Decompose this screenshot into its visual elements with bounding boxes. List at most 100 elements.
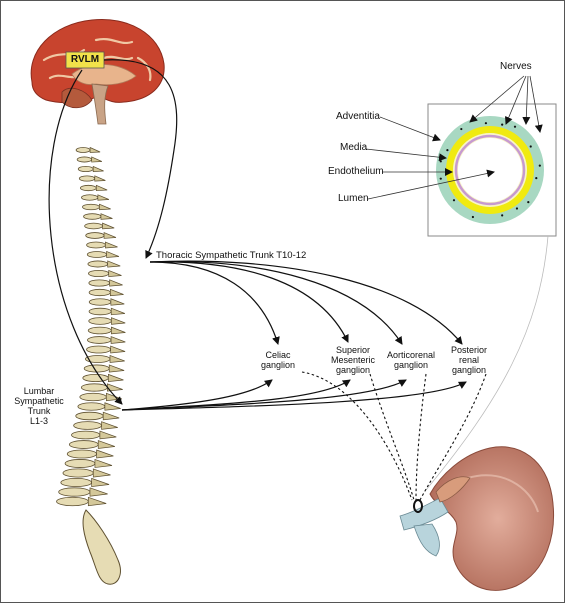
vertebra-process bbox=[96, 449, 114, 459]
vertebra bbox=[76, 156, 93, 163]
nerve-dots bbox=[439, 122, 541, 219]
vertebra-process bbox=[92, 468, 111, 478]
vertebra bbox=[85, 232, 105, 239]
nerve-dot bbox=[501, 214, 504, 217]
vertebra bbox=[58, 487, 91, 497]
endothelium-ring bbox=[454, 134, 526, 206]
nerve-dot bbox=[471, 215, 474, 219]
nerves-label: Nerves bbox=[500, 61, 532, 72]
vertebra bbox=[79, 184, 97, 192]
lumbar-arrows bbox=[121, 379, 467, 411]
media-label: Media bbox=[340, 142, 368, 153]
nerve-dot bbox=[439, 160, 442, 163]
vertebra-process bbox=[105, 241, 118, 249]
nerve-dot bbox=[439, 177, 442, 180]
nerve-dot bbox=[515, 207, 519, 210]
vertebra-process bbox=[107, 373, 124, 383]
nerve-dot bbox=[501, 123, 504, 126]
spine bbox=[56, 146, 126, 507]
vertebra bbox=[64, 459, 96, 468]
vertebra bbox=[84, 222, 103, 230]
vertebra bbox=[87, 260, 109, 268]
vertebra bbox=[82, 203, 100, 211]
vertebra-process bbox=[91, 156, 103, 163]
vertebra bbox=[86, 345, 112, 354]
vertebra-process bbox=[97, 440, 115, 449]
vertebra-process bbox=[104, 402, 121, 411]
postganglionic-fibers bbox=[301, 371, 487, 501]
vertebra bbox=[77, 402, 106, 411]
kidney bbox=[399, 446, 554, 591]
vertebra bbox=[66, 449, 97, 459]
vertebra-process bbox=[99, 430, 117, 440]
vertebra bbox=[81, 194, 99, 201]
vertebra-process bbox=[103, 232, 117, 239]
celiac-ganglion-label: Celiac ganglion bbox=[260, 350, 296, 370]
vertebra bbox=[78, 175, 96, 182]
vertebra-process bbox=[106, 250, 120, 258]
vertebra-process bbox=[92, 165, 104, 172]
vertebra-process bbox=[94, 175, 106, 182]
vertebra-process bbox=[94, 458, 113, 468]
vertebra bbox=[77, 166, 94, 172]
vertebra-process bbox=[109, 354, 125, 363]
nerve-dot bbox=[452, 199, 456, 202]
vertebra bbox=[68, 440, 99, 449]
vertebra bbox=[83, 213, 102, 220]
vertebra bbox=[87, 336, 112, 344]
vertebra bbox=[88, 317, 112, 325]
nerve-dot bbox=[513, 125, 517, 128]
vertebra-process bbox=[107, 260, 121, 268]
vertebra bbox=[88, 307, 112, 316]
vertebra bbox=[75, 411, 104, 421]
vertebra bbox=[88, 269, 110, 278]
vertebra bbox=[88, 279, 110, 287]
path-rvlm-thoracic bbox=[103, 59, 178, 259]
nerve-dot bbox=[538, 164, 541, 167]
sacrum bbox=[82, 509, 121, 585]
vertebra-process bbox=[101, 421, 118, 430]
vertebra-process bbox=[87, 496, 107, 507]
vertebra-process bbox=[99, 203, 111, 211]
vertebra bbox=[62, 468, 94, 478]
brain bbox=[30, 18, 165, 125]
thoracic-trunk-label: Thoracic Sympathetic Trunk T10-12 bbox=[156, 250, 307, 261]
lumen-area bbox=[458, 138, 522, 202]
vessel-inset bbox=[427, 103, 557, 237]
vertebra bbox=[75, 147, 91, 153]
vertebra-process bbox=[111, 317, 126, 325]
nerve-dot bbox=[529, 145, 532, 148]
vertebra-process bbox=[108, 269, 122, 277]
vertebra bbox=[80, 383, 108, 392]
vertebra bbox=[82, 373, 109, 383]
nerve-dot bbox=[484, 122, 488, 125]
vertebra-process bbox=[89, 487, 108, 497]
lumbar-trunk-label: Lumbar Sympathetic Trunk L1-3 bbox=[14, 386, 64, 426]
vertebra-process bbox=[105, 392, 122, 402]
vertebra bbox=[88, 298, 112, 306]
vertebra-process bbox=[108, 364, 125, 373]
vertebra-process bbox=[109, 288, 124, 297]
vertebra-process bbox=[110, 326, 126, 335]
thoracic-arrows bbox=[149, 260, 463, 345]
vertebra-process bbox=[95, 184, 108, 192]
vertebra-process bbox=[110, 298, 125, 306]
vertebra bbox=[73, 421, 102, 430]
superior-mesenteric-ganglion-label: Superior Mesenteric ganglion bbox=[330, 345, 375, 375]
vertebra-process bbox=[102, 411, 120, 421]
vertebra-process bbox=[110, 336, 126, 344]
vertebra-process bbox=[109, 279, 123, 287]
lumen-label: Lumen bbox=[338, 193, 369, 204]
vertebra bbox=[86, 241, 106, 249]
vertebra bbox=[56, 496, 89, 507]
nerve-dot bbox=[527, 201, 530, 204]
vertebra bbox=[71, 430, 101, 440]
nerve-dot bbox=[460, 127, 463, 131]
aorticorenal-ganglion-label: Aorticorenal ganglion bbox=[386, 350, 436, 370]
descending-pathways bbox=[48, 59, 178, 405]
endothelium-label: Endothelium bbox=[328, 166, 384, 177]
vertebra-process bbox=[97, 194, 110, 201]
rvlm-label: RVLM bbox=[70, 54, 100, 65]
